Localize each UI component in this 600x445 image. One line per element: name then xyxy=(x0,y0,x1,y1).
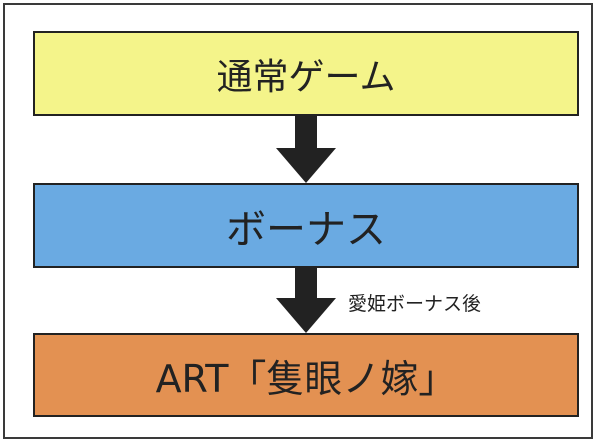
node-art-label: ART「隻眼ノ嫁」 xyxy=(155,356,457,401)
node-normal-game-label: 通常ゲーム xyxy=(216,56,396,98)
node-bonus: ボーナス xyxy=(33,183,579,268)
arrow-down-1 xyxy=(276,116,336,183)
diagram-frame: 通常ゲーム ボーナス 愛姫ボーナス後 ART「隻眼ノ嫁」 xyxy=(3,3,593,439)
node-bonus-label: ボーナス xyxy=(226,206,386,253)
node-art: ART「隻眼ノ嫁」 xyxy=(33,333,579,417)
edge-label-aihime-bonus: 愛姫ボーナス後 xyxy=(348,293,482,315)
node-normal-game: 通常ゲーム xyxy=(33,31,579,116)
arrow-down-2 xyxy=(276,268,336,333)
